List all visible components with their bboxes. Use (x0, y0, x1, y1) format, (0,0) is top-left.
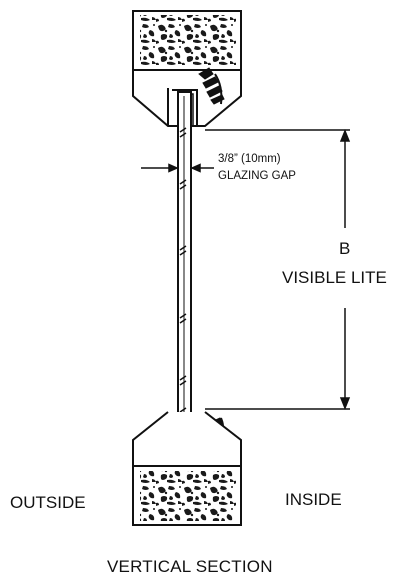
glazing-gap-arrows (141, 163, 214, 173)
top-gasket (198, 67, 225, 105)
section-caption: VERTICAL SECTION (107, 557, 273, 576)
visible-lite-letter: B (339, 239, 351, 258)
glazing-gap-dimension: 3/8” (10mm) (218, 153, 281, 165)
glazing-gap-label: GLAZING GAP (218, 170, 296, 182)
bottom-frame (132, 411, 242, 526)
inside-label: INSIDE (285, 490, 342, 509)
visible-lite-label: VISIBLE LITE (282, 268, 387, 287)
glass-lite (177, 91, 192, 445)
glass-break-marks (179, 127, 187, 418)
outside-label: OUTSIDE (10, 493, 86, 512)
visible-lite-dimension (205, 128, 351, 411)
